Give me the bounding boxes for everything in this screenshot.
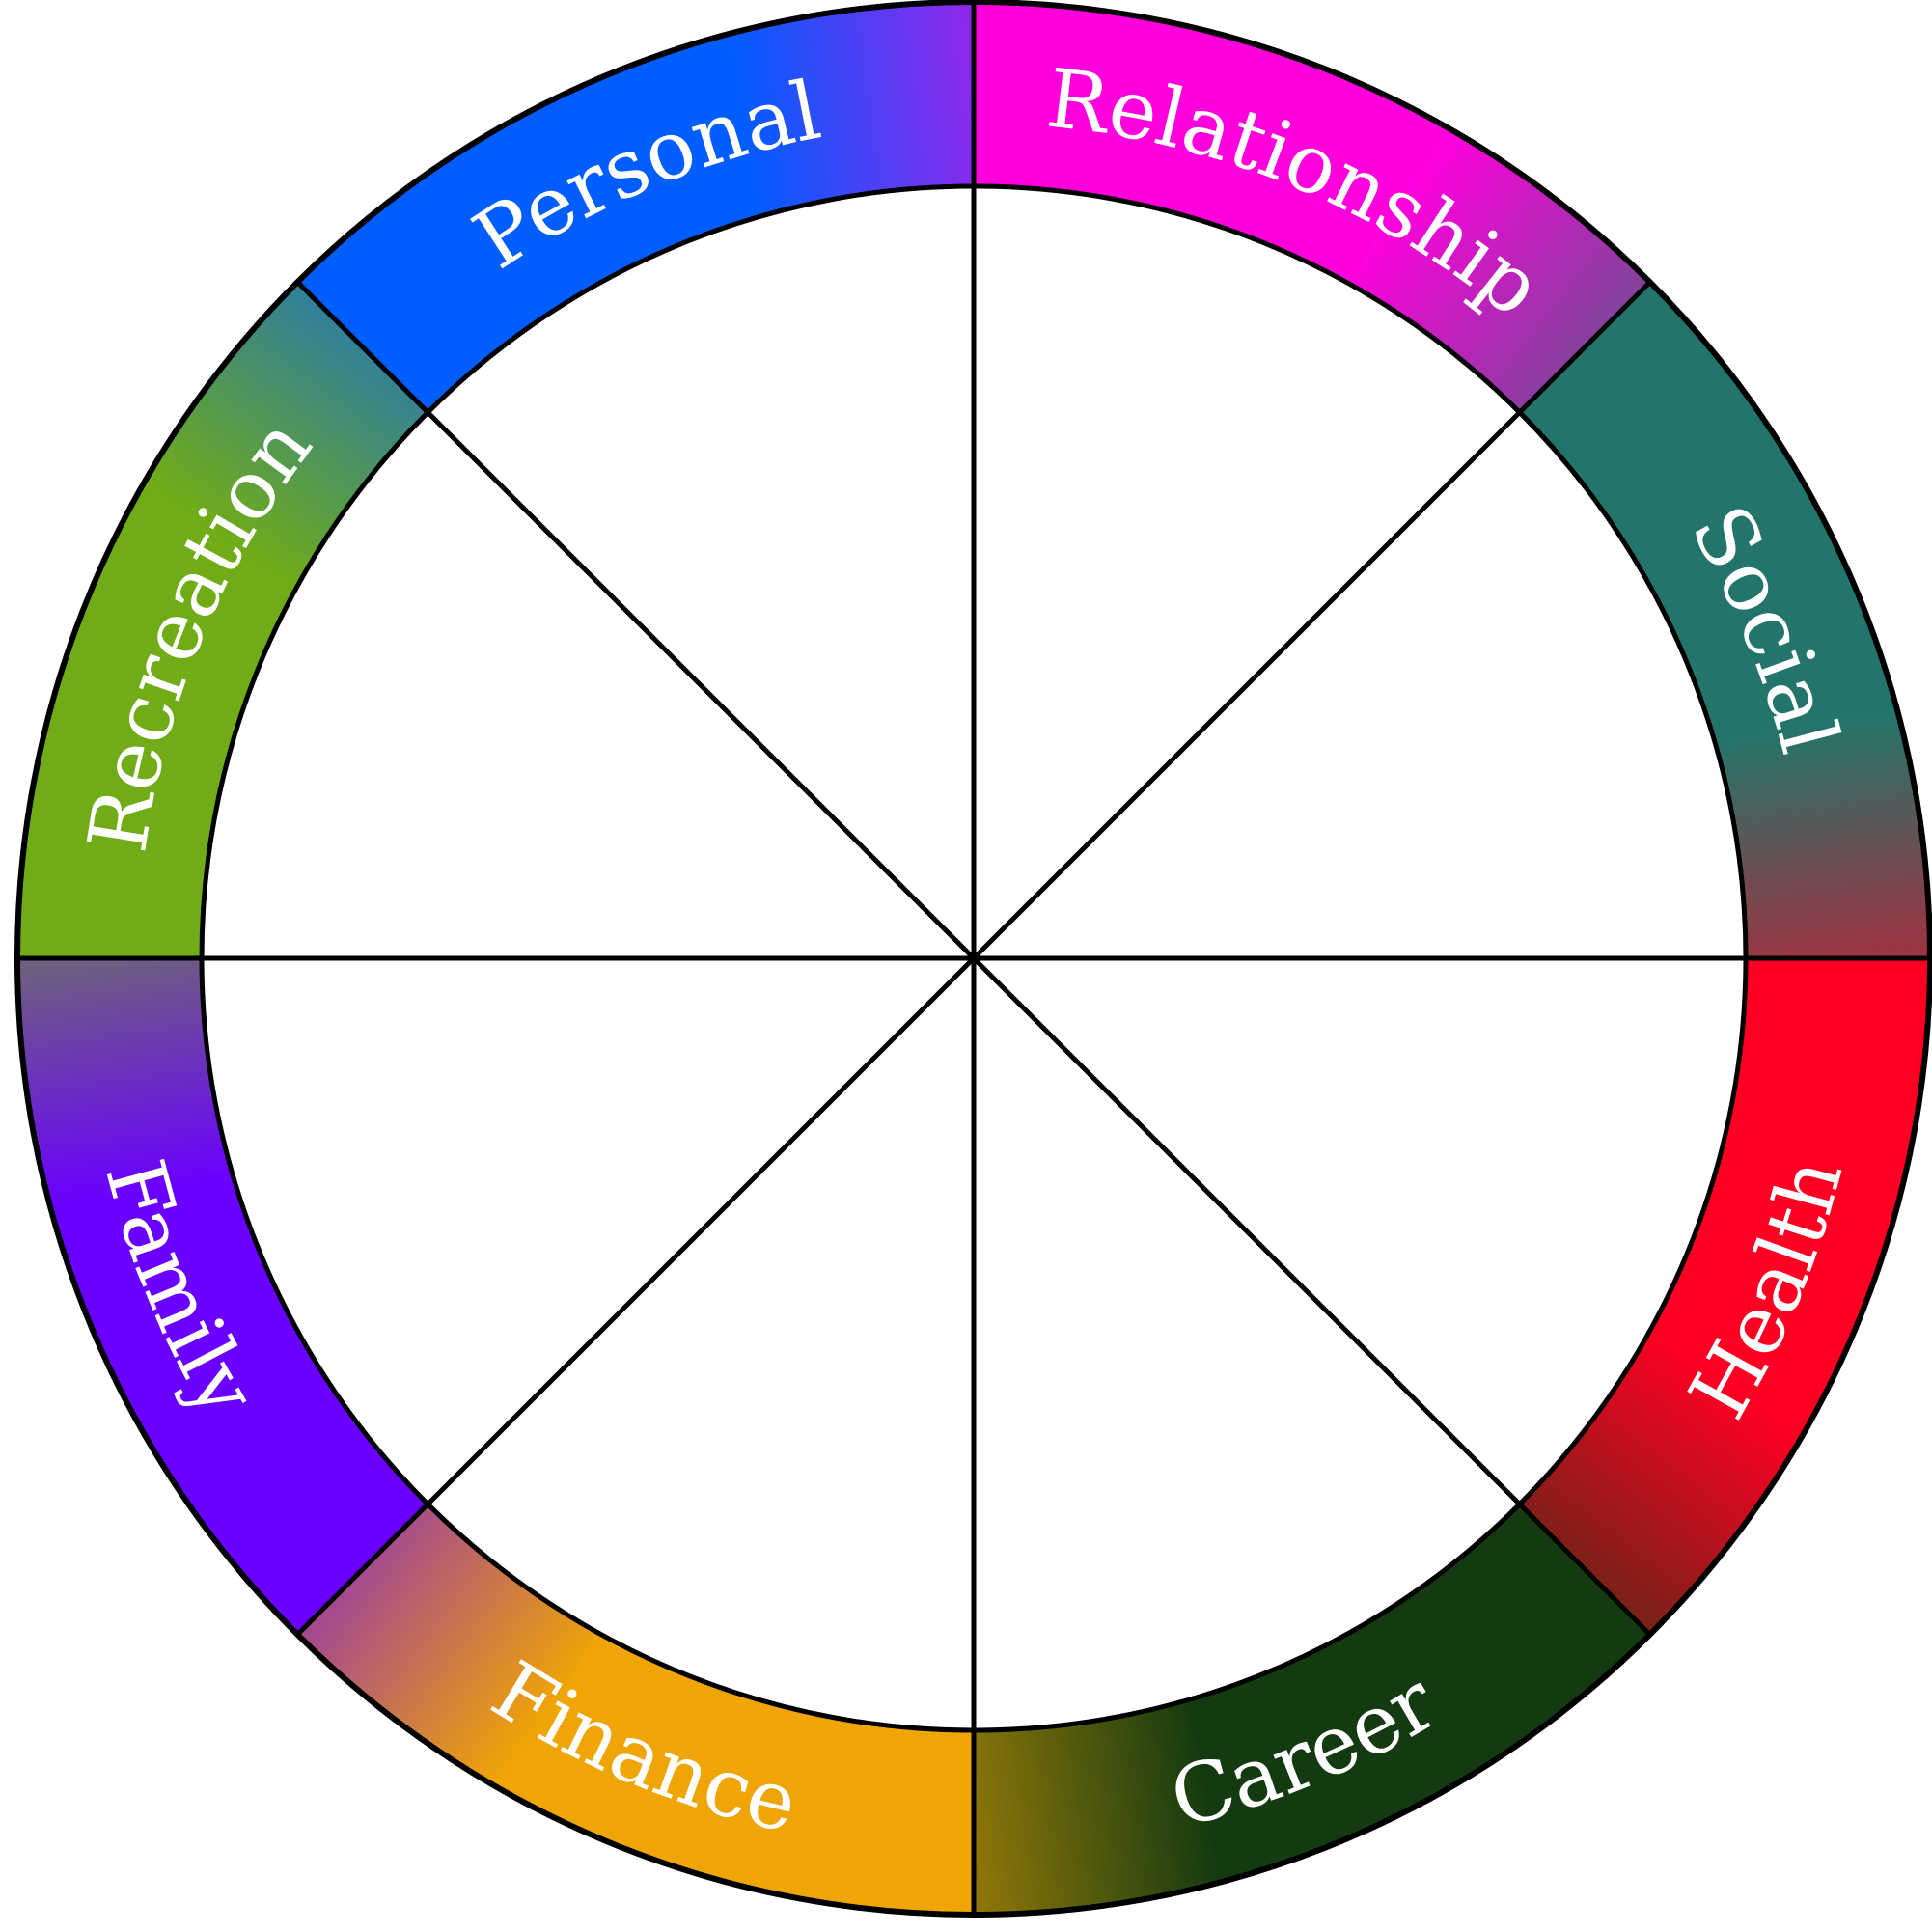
finance-segment-blend [297, 1504, 597, 1793]
social-segment-blend [1716, 699, 1930, 958]
career-segment-blend [974, 1700, 1233, 1915]
spokes [17, 2, 1930, 1915]
spoke-line [972, 280, 1652, 960]
spoke-line [295, 280, 976, 960]
spoke-line [295, 956, 976, 1637]
outer-ring [16, 2, 1930, 1915]
spoke-line [972, 956, 1652, 1637]
recreation-segment-blend [139, 282, 428, 582]
family-segment-blend [17, 958, 232, 1218]
outer-border [14, 0, 1932, 1918]
relationship-segment-blend [1350, 124, 1650, 413]
personal-segment-blend [714, 2, 974, 216]
health-segment-blend [1519, 1335, 1808, 1635]
